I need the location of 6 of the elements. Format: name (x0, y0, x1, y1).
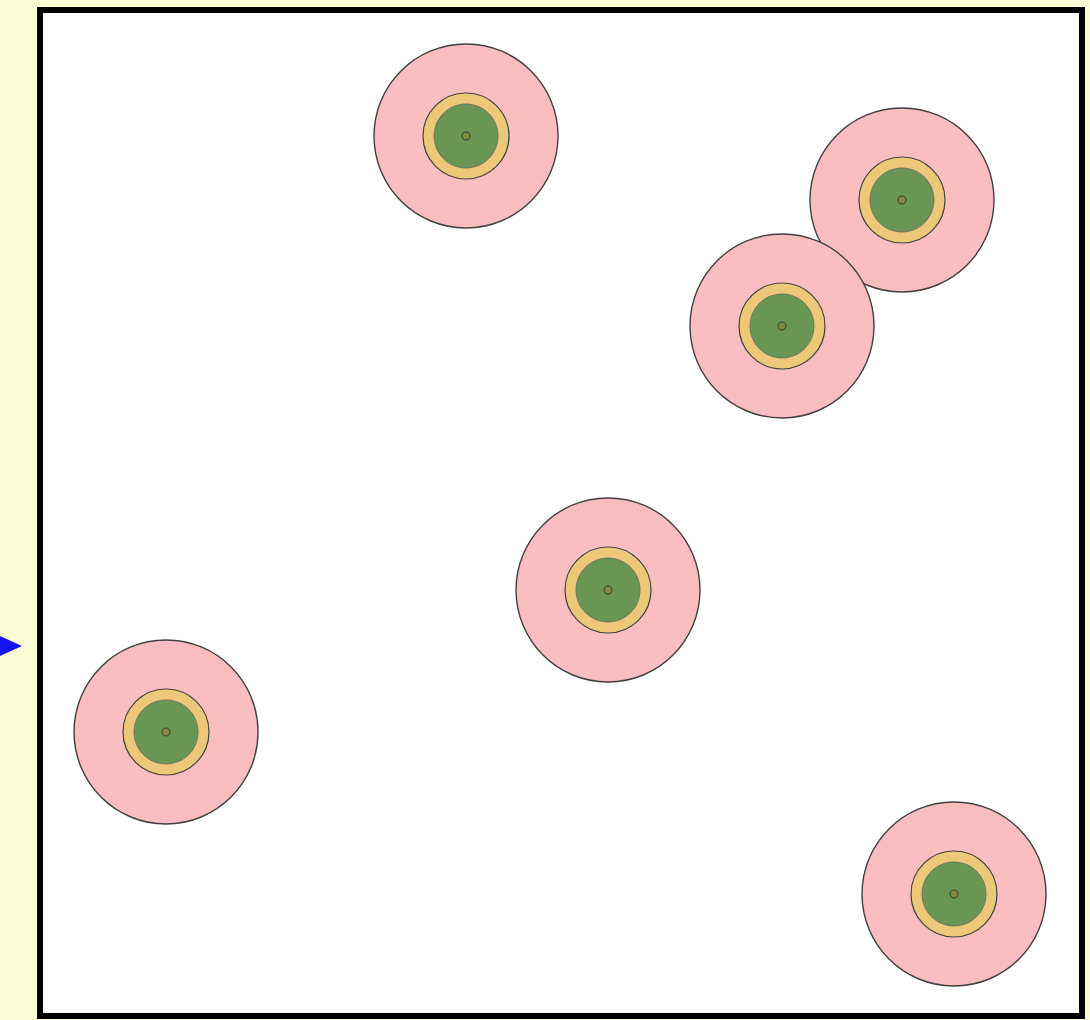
target-circle (515, 497, 701, 683)
target-circle (73, 639, 259, 825)
target-circle (373, 43, 559, 229)
target-circle (689, 233, 875, 419)
target-circle (861, 801, 1047, 987)
target-circle (809, 107, 995, 293)
